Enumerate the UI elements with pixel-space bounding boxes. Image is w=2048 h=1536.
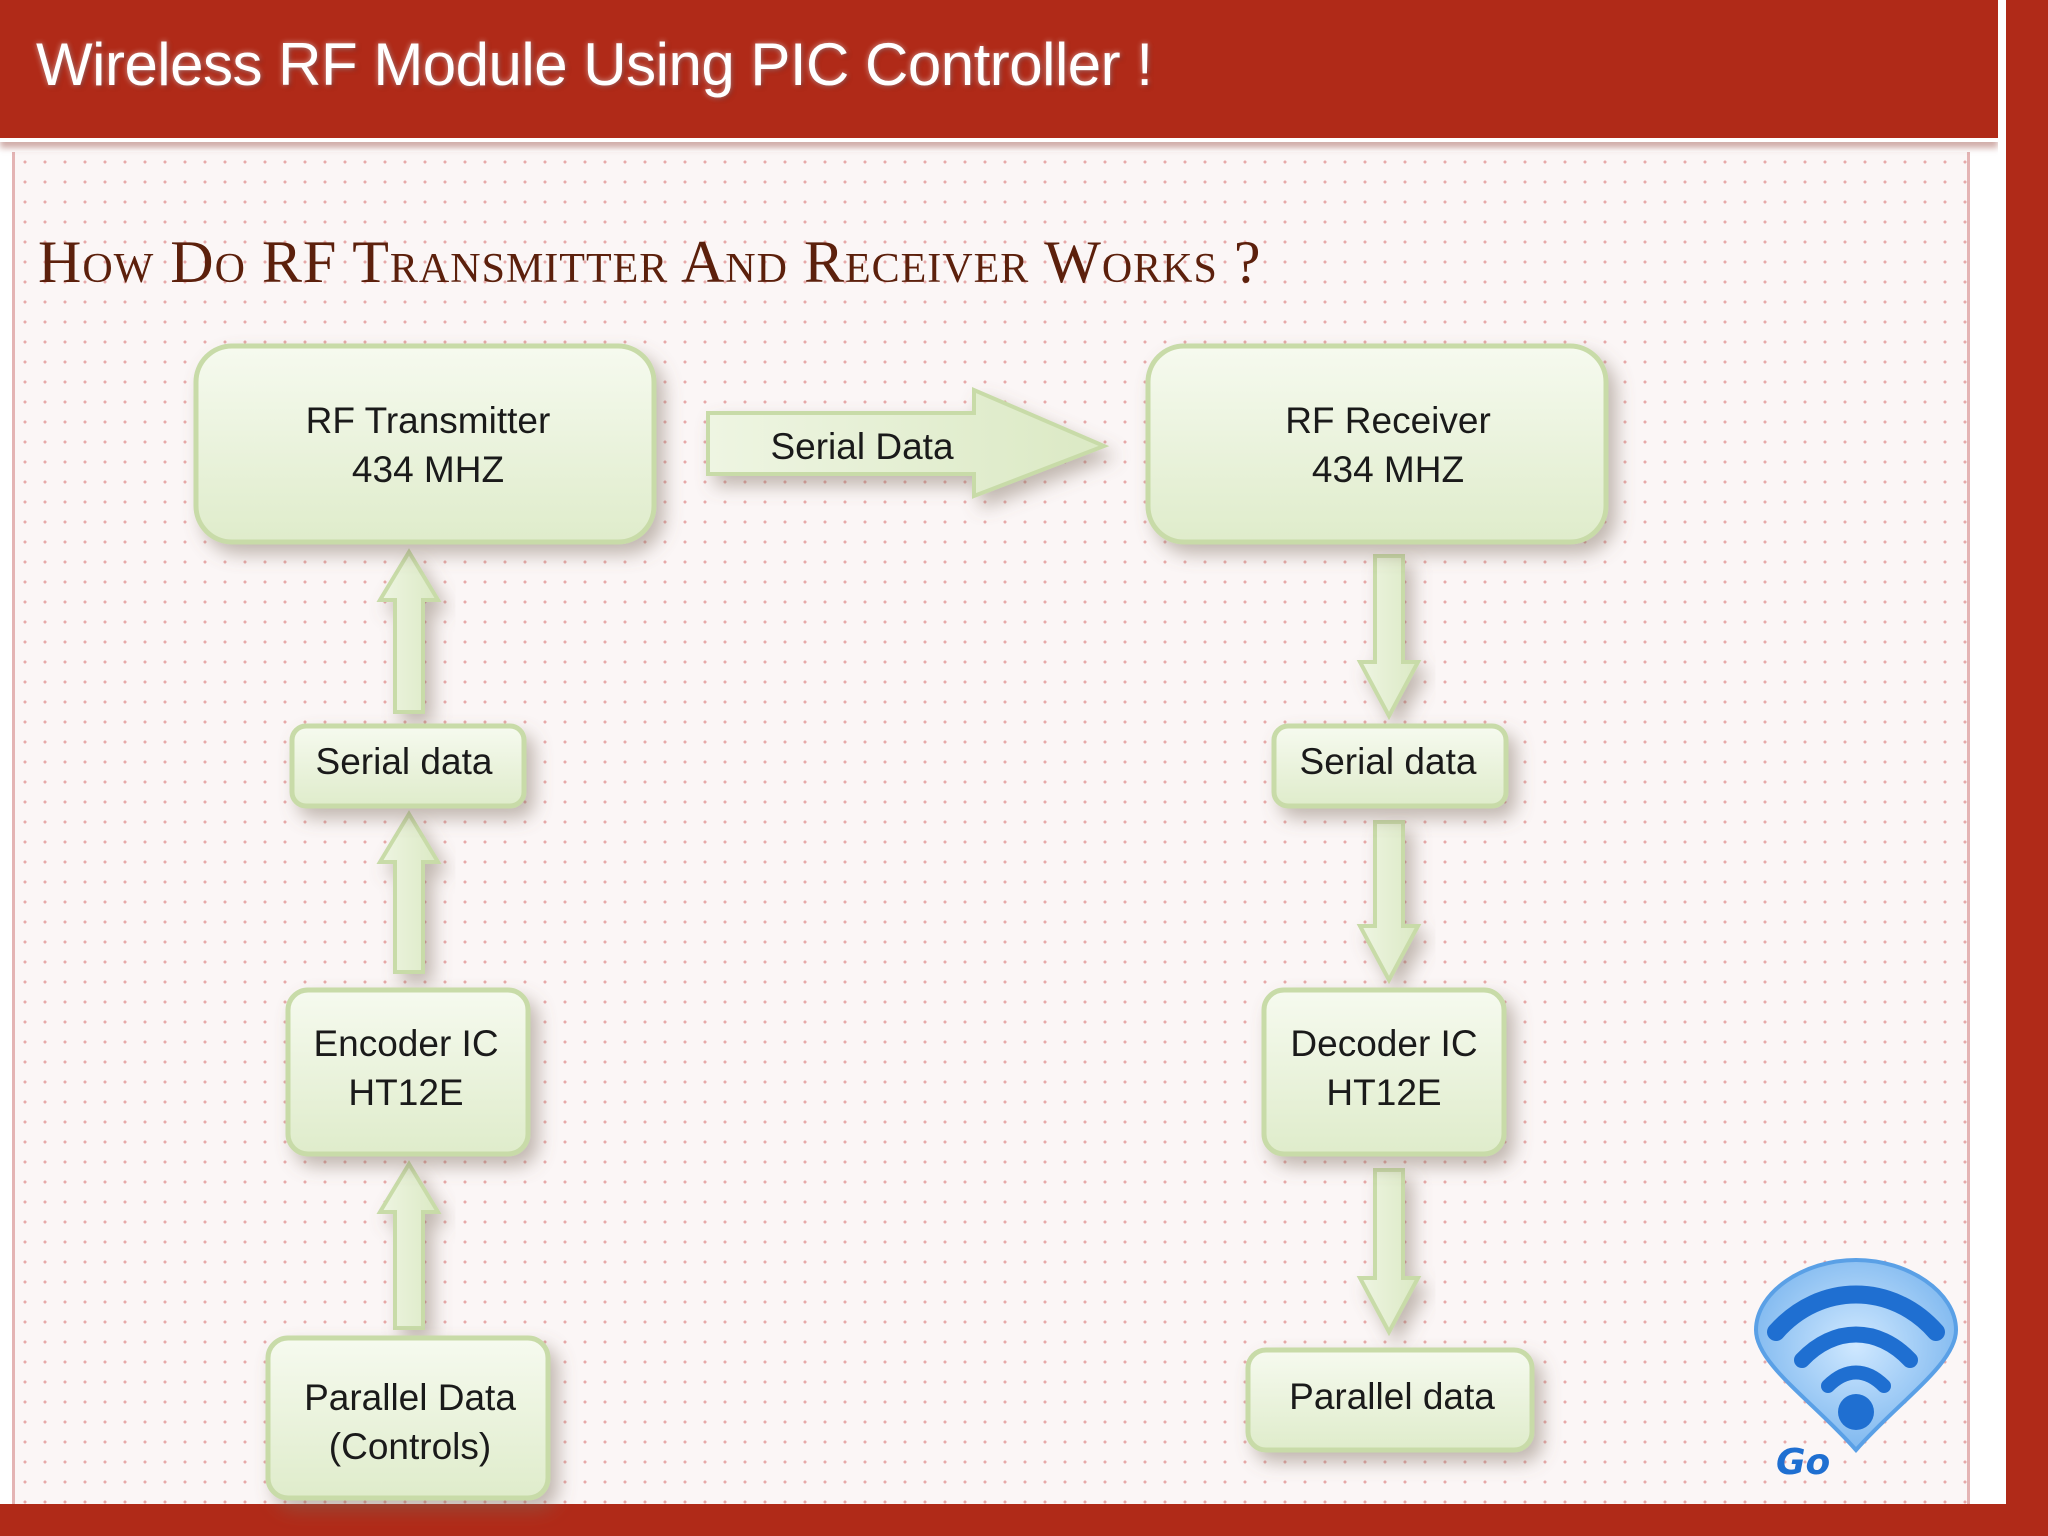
title-bar: Wireless RF Module Using PIC Controller … [0, 0, 1998, 142]
tx-serial-data-label: Serial data [316, 741, 493, 782]
section-heading: How Do RF Transmitter And Receiver Works… [38, 229, 1262, 295]
parallel-data-controls-line1: Parallel Data [304, 1377, 516, 1418]
encoder-ic-line2: HT12E [348, 1072, 463, 1113]
serial-link-arrow [706, 386, 1110, 499]
frame-divider [1998, 0, 2006, 1536]
encoder-ic-line1: Encoder IC [313, 1023, 498, 1064]
rf-receiver-line1: RF Receiver [1285, 400, 1491, 441]
slide-title: Wireless RF Module Using PIC Controller … [36, 31, 1153, 98]
rx-serial-data-label: Serial data [1300, 741, 1477, 782]
arrow-up-to-rf-transmitter [376, 548, 442, 714]
wifi-icon [1753, 1257, 1959, 1454]
bottom-frame-bar [0, 1504, 2048, 1536]
parallel-data-controls-box [265, 1335, 551, 1501]
right-frame-bar [2006, 0, 2048, 1536]
parallel-data-controls-line2: (Controls) [329, 1426, 491, 1467]
decoder-ic-line2: HT12E [1326, 1072, 1441, 1113]
rx-serial-data-box [1271, 723, 1509, 809]
rx-parallel-data-label: Parallel data [1289, 1376, 1495, 1417]
rf-transmitter-line2: 434 MHZ [352, 449, 504, 490]
arrow-down-to-parallel-data [1356, 1168, 1422, 1337]
arrow-down-to-decoder [1356, 820, 1422, 985]
arrow-up-to-encoder [376, 1160, 442, 1330]
encoder-ic-box [285, 987, 531, 1157]
rf-transmitter-box [193, 343, 657, 545]
decoder-ic-line1: Decoder IC [1290, 1023, 1477, 1064]
decoder-ic-box [1261, 987, 1507, 1157]
logo-text: Go [1776, 1442, 1831, 1483]
tx-serial-data-box [289, 723, 527, 809]
serial-link-label: Serial Data [770, 426, 953, 467]
rf-transmitter-line1: RF Transmitter [306, 400, 551, 441]
arrow-up-to-serial-data [376, 810, 442, 974]
arrow-down-to-serial-data [1356, 554, 1422, 721]
rf-receiver-box [1145, 343, 1609, 545]
rf-receiver-line2: 434 MHZ [1312, 449, 1464, 490]
rx-parallel-data-box [1245, 1347, 1535, 1453]
